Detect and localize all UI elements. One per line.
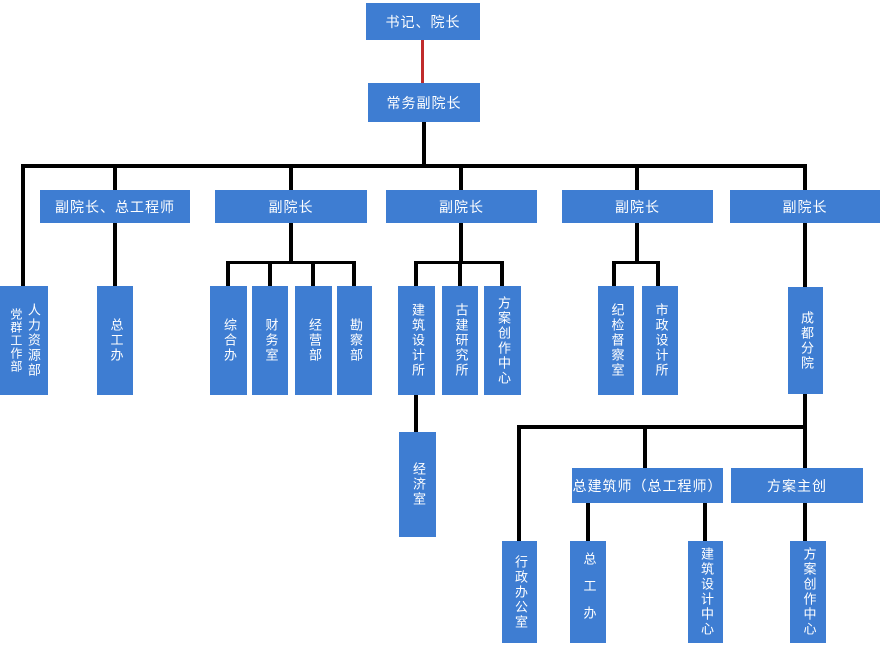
node-chief-architect: 总建筑师（总工程师） (572, 468, 723, 503)
connector-line (703, 503, 707, 541)
node-vice-dean-chief-engineer: 副院长、总工程师 (40, 190, 190, 223)
connector-line (289, 223, 293, 262)
ancient-building-institute-label: 古建研究所 (453, 303, 469, 378)
node-vice-dean-c: 副院长 (562, 190, 713, 223)
connector-line (635, 223, 639, 262)
connector-line (226, 261, 230, 286)
chief-engineer-office-label: 总工办 (108, 318, 124, 363)
connector-bar (517, 425, 807, 429)
chengdu-branch-label: 成都分院 (798, 310, 814, 371)
node-architecture-design-institute: 建筑设计所 (398, 286, 435, 395)
branch-chief-engineer-office-label: 总工办 (581, 551, 597, 633)
node-ancient-building-institute: 古建研究所 (442, 286, 478, 395)
node-economy-office: 经济室 (399, 432, 436, 537)
connector-line (803, 503, 807, 541)
node-finance-office: 财务室 (252, 286, 288, 395)
connector-line (612, 261, 616, 286)
node-scheme-creation-center: 方案创作中心 (484, 286, 521, 395)
discipline-inspection-office-label: 纪检督察室 (609, 303, 625, 378)
node-municipal-design-institute: 市政设计所 (642, 286, 678, 395)
node-chengdu-branch: 成都分院 (788, 287, 823, 394)
node-survey-dept: 勘察部 (337, 286, 372, 395)
node-branch-scheme-creation-center: 方案创作中心 (790, 541, 826, 643)
connector-line (458, 261, 462, 286)
general-office-label: 综合办 (221, 318, 237, 363)
connector-line (414, 395, 418, 432)
admin-office-label: 行政办公室 (512, 554, 528, 630)
node-admin-office: 行政办公室 (502, 541, 537, 643)
node-scheme-lead: 方案主创 (731, 468, 863, 503)
connector-line (803, 429, 807, 468)
economy-office-label: 经济室 (410, 462, 426, 507)
hr-dept-label: 人力资源部 (25, 303, 41, 378)
connector-line (803, 394, 807, 428)
connector-line (113, 223, 117, 286)
node-architecture-design-center: 建筑设计中心 (688, 541, 723, 643)
connector-bar (226, 261, 356, 264)
connector-line (289, 168, 293, 190)
connector-line (311, 261, 315, 286)
connector-line (414, 261, 418, 286)
connector-line (656, 261, 660, 286)
connector-spine (422, 122, 426, 165)
node-party-mass-and-hr-dept: 党群工作部 人力资源部 (0, 286, 48, 395)
connector-line (268, 261, 272, 286)
survey-dept-label: 勘察部 (347, 318, 363, 363)
connector-line (803, 223, 807, 287)
node-secretary-dean: 书记、院长 (366, 3, 480, 40)
connector-line (459, 223, 463, 262)
connector-line (635, 168, 639, 190)
connector-root-red (421, 40, 424, 83)
node-branch-chief-engineer-office: 总工办 (570, 541, 606, 643)
architecture-design-center-label: 建筑设计中心 (698, 547, 714, 637)
node-general-office: 综合办 (210, 286, 247, 395)
node-vice-dean-b: 副院长 (386, 190, 537, 223)
connector-line (352, 261, 356, 286)
node-discipline-inspection-office: 纪检督察室 (598, 286, 634, 395)
connector-line (459, 168, 463, 190)
scheme-creation-center-label: 方案创作中心 (495, 295, 511, 386)
connector-top-bar (21, 164, 807, 168)
architecture-design-institute-label: 建筑设计所 (409, 303, 425, 378)
municipal-design-institute-label: 市政设计所 (653, 303, 669, 378)
connector-line (586, 503, 590, 541)
connector-line (500, 261, 504, 286)
node-chief-engineer-office: 总工办 (97, 286, 133, 395)
business-dept-label: 经营部 (306, 318, 322, 363)
connector-line (643, 429, 647, 468)
node-business-dept: 经营部 (295, 286, 332, 395)
node-vice-dean-a: 副院长 (215, 190, 367, 223)
connector-bar (612, 261, 660, 264)
node-executive-vice-dean: 常务副院长 (368, 83, 480, 122)
finance-office-label: 财务室 (263, 318, 279, 363)
connector-line (803, 168, 807, 190)
node-vice-dean-d: 副院长 (730, 190, 880, 223)
party-mass-dept-label: 党群工作部 (8, 308, 23, 373)
connector-line (113, 168, 117, 190)
branch-scheme-creation-center-label: 方案创作中心 (801, 547, 817, 637)
connector-line (21, 168, 25, 286)
connector-line (517, 429, 521, 541)
